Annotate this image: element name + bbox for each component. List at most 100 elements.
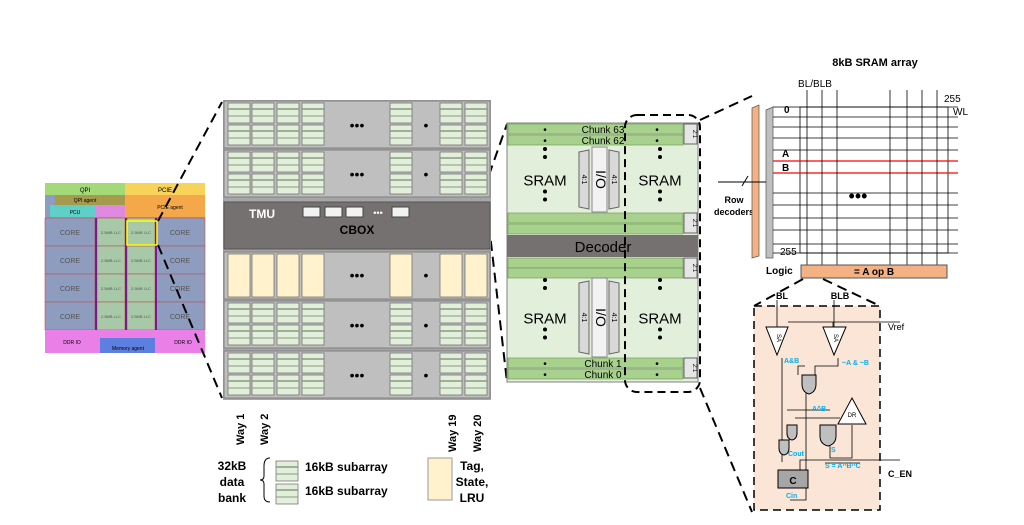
llc-label: 2.5MB LLC bbox=[101, 258, 121, 263]
subarray-16kb-block bbox=[439, 102, 463, 124]
subarray-16kb-block bbox=[276, 302, 300, 324]
chunk-bar bbox=[507, 123, 684, 135]
legend-tag-text: LRU bbox=[460, 491, 485, 505]
chunk-dot: • bbox=[543, 359, 547, 370]
chunk-label: Chunk 62 bbox=[582, 136, 625, 147]
ellipsis-dot bbox=[658, 327, 662, 332]
chunk-bar bbox=[507, 212, 684, 224]
ring-bus bbox=[155, 218, 157, 330]
mux-4to1-label: 4:1 bbox=[580, 313, 587, 323]
blb-label: BLB bbox=[831, 291, 850, 301]
core-tile bbox=[44, 273, 96, 303]
pcie-label: PCIE bbox=[158, 188, 172, 194]
subarray-16kb-block bbox=[464, 151, 488, 173]
subarray-16kb-block bbox=[275, 483, 299, 505]
tag-state-lru-block bbox=[276, 253, 300, 298]
subarray-16kb-block bbox=[276, 102, 300, 124]
subarray-16kb-block bbox=[275, 460, 299, 482]
row-decoders-label: decoders bbox=[714, 207, 754, 217]
and-gate-1 bbox=[786, 424, 798, 441]
qpi-agent-region bbox=[55, 195, 125, 205]
legend: 32kB data bank 16kB subarray 16kB subarr… bbox=[218, 457, 488, 505]
subarray-16kb-block bbox=[389, 302, 413, 324]
subarray-16kb-block bbox=[301, 173, 325, 195]
ellipsis-dot bbox=[543, 189, 547, 194]
ddr-io-label-right: DDR IO bbox=[174, 340, 192, 346]
ring-bus bbox=[95, 218, 97, 330]
subarray-16kb-block bbox=[389, 124, 413, 146]
llc-label: 2.5MB LLC bbox=[131, 230, 151, 235]
sram-label: SRAM bbox=[523, 173, 566, 190]
ellipsis: • bbox=[424, 117, 429, 133]
llc-tile bbox=[96, 245, 126, 275]
row-255-label: 255 bbox=[780, 247, 797, 258]
way-labels: Way 1 Way 2 Way 19 Way 20 bbox=[235, 414, 484, 452]
chunk-dot: • bbox=[543, 370, 547, 381]
tmu-entry bbox=[345, 206, 364, 218]
qpi-label: QPI bbox=[80, 188, 91, 194]
logic-block[interactable] bbox=[800, 264, 948, 279]
chunk-dot: • bbox=[543, 136, 547, 147]
ellipsis: • bbox=[424, 267, 429, 283]
col-255-label: 255 bbox=[944, 94, 961, 105]
mux-2to1 bbox=[683, 257, 698, 279]
sa-label: SA bbox=[775, 334, 781, 342]
and-gate-2 bbox=[778, 439, 790, 456]
llc-label: 2.5MB LLC bbox=[101, 286, 121, 291]
chunk-dot: • bbox=[543, 125, 547, 136]
subarray-16kb-block bbox=[464, 173, 488, 195]
mux-4to1-label: 4:1 bbox=[580, 175, 587, 185]
tag-state-lru-block bbox=[464, 253, 488, 298]
subarray-16kb-block bbox=[389, 324, 413, 346]
ellipsis: ••• bbox=[350, 166, 365, 182]
zoom-lines bbox=[157, 95, 881, 513]
ellipsis-dot bbox=[658, 278, 662, 282]
bitline-label: BL/BLB bbox=[798, 79, 832, 90]
ellipsis-dot bbox=[543, 147, 547, 151]
row-decoder-gray bbox=[765, 106, 774, 259]
tag-state-lru-block bbox=[389, 253, 413, 298]
legend-subarray-label: 16kB subarray bbox=[305, 484, 388, 498]
ellipsis-dot bbox=[658, 155, 662, 159]
subarray-16kb-block bbox=[251, 352, 275, 374]
array-ellipsis: ••• bbox=[849, 186, 868, 206]
chunk-dot: • bbox=[655, 125, 659, 136]
mux-4to1 bbox=[608, 280, 620, 355]
subarray-16kb-block bbox=[464, 124, 488, 146]
chunk-label: Chunk 63 bbox=[582, 125, 625, 136]
tmu-label: TMU bbox=[249, 207, 275, 221]
subarray-16kb-block bbox=[227, 374, 251, 396]
sram-label: SRAM bbox=[638, 173, 681, 190]
chunk-dot: • bbox=[655, 359, 659, 370]
llc-tile bbox=[96, 301, 126, 331]
mux-4to1-label: 4:1 bbox=[610, 175, 617, 185]
subarray-16kb-block bbox=[227, 173, 251, 195]
way-label: Way 19 bbox=[447, 414, 459, 452]
ddr-io-label-left: DDR IO bbox=[63, 340, 81, 346]
mux-4to1 bbox=[608, 149, 620, 210]
memory-agent-label: Memory agent bbox=[112, 346, 145, 352]
misc-region bbox=[95, 205, 125, 217]
a-and-b-label: A&B bbox=[784, 358, 799, 365]
mux-2to1 bbox=[683, 212, 698, 234]
ellipsis-dot bbox=[543, 155, 547, 159]
core-label: CORE bbox=[170, 258, 191, 265]
subarray-16kb-block bbox=[301, 151, 325, 173]
subarray-16kb-block bbox=[251, 173, 275, 195]
subarray-16kb-block bbox=[464, 102, 488, 124]
subarray-16kb-block bbox=[251, 302, 275, 324]
ellipsis: • bbox=[424, 367, 429, 383]
ellipsis-dot bbox=[658, 335, 662, 340]
llc-slice: ••••••••••••••••TMU•••CBOX•••• bbox=[223, 100, 491, 400]
core-tile bbox=[44, 301, 96, 331]
sense-amp-blb bbox=[822, 326, 847, 357]
subarray-16kb-block bbox=[389, 102, 413, 124]
pcie-top-region bbox=[125, 183, 205, 195]
pcu-label: PCU bbox=[70, 210, 81, 216]
decoder-block bbox=[507, 235, 698, 257]
subarray-16kb-block bbox=[276, 374, 300, 396]
core-tile bbox=[154, 301, 206, 331]
logic-op-label: = A op B bbox=[854, 267, 894, 278]
chunk-label: Chunk 0 bbox=[584, 370, 622, 381]
